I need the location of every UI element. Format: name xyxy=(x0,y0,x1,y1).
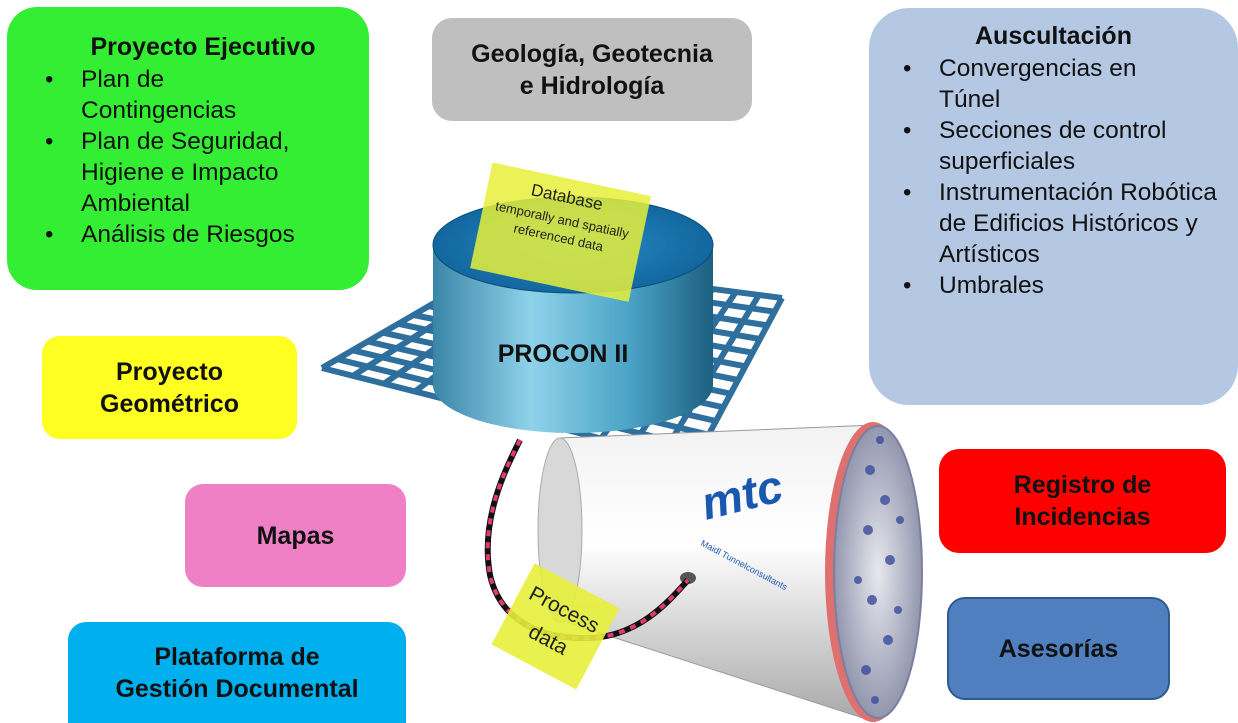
proyecto-ejecutivo-list: Plan de Contingencias Plan de Seguridad,… xyxy=(41,64,355,250)
list-item: Instrumentación Robótica de Edificios Hi… xyxy=(899,177,1229,270)
list-item: Análisis de Riesgos xyxy=(41,219,355,250)
mapas-label: Mapas xyxy=(256,521,335,550)
auscultacion-box: Auscultación Convergencias en Túnel Secc… xyxy=(869,8,1238,405)
geologia-line-1: Geología, Geotecnia xyxy=(471,39,713,68)
proyecto-ejecutivo-box: Proyecto Ejecutivo Plan de Contingencias… xyxy=(7,7,369,290)
proyecto-geometrico-box: Proyecto Geométrico xyxy=(42,336,297,439)
geologia-box: Geología, Geotecnia e Hidrología xyxy=(432,18,752,121)
proyecto-ejecutivo-title: Proyecto Ejecutivo xyxy=(90,33,316,61)
registro-line-1: Registro de xyxy=(1013,471,1152,499)
plataforma-line-1: Plataforma de xyxy=(154,642,320,671)
geologia-line-2: e Hidrología xyxy=(519,71,665,100)
registro-line-2: Incidencias xyxy=(1014,503,1151,531)
asesorias-label: Asesorías xyxy=(998,634,1119,663)
tunnel-boring-machine: mtc Maidl Tunnelconsultants xyxy=(537,422,923,723)
mapas-box: Mapas xyxy=(185,484,406,587)
auscultacion-title: Auscultación xyxy=(975,22,1132,50)
procon-label: PROCON II xyxy=(498,340,629,368)
database-sign: Database temporally and spatially refere… xyxy=(470,162,652,302)
list-item: Plan de Contingencias xyxy=(41,64,301,126)
auscultacion-list: Convergencias en Túnel Secciones de cont… xyxy=(899,53,1238,301)
process-data-sign: Process data xyxy=(491,563,620,690)
plataforma-box: Plataforma de Gestión Documental xyxy=(68,622,406,723)
list-item: Plan de Seguridad, Higiene e Impacto Amb… xyxy=(41,126,351,219)
registro-box: Registro de Incidencias xyxy=(939,449,1226,553)
list-item: Umbrales xyxy=(899,270,1238,301)
list-item: Secciones de control superficiales xyxy=(899,115,1229,177)
proyecto-geometrico-line-2: Geométrico xyxy=(100,389,239,418)
plataforma-line-2: Gestión Documental xyxy=(115,674,359,703)
list-item: Convergencias en Túnel xyxy=(899,53,1169,115)
asesorias-box: Asesorías xyxy=(947,597,1170,700)
proyecto-geometrico-line-1: Proyecto xyxy=(116,357,223,386)
